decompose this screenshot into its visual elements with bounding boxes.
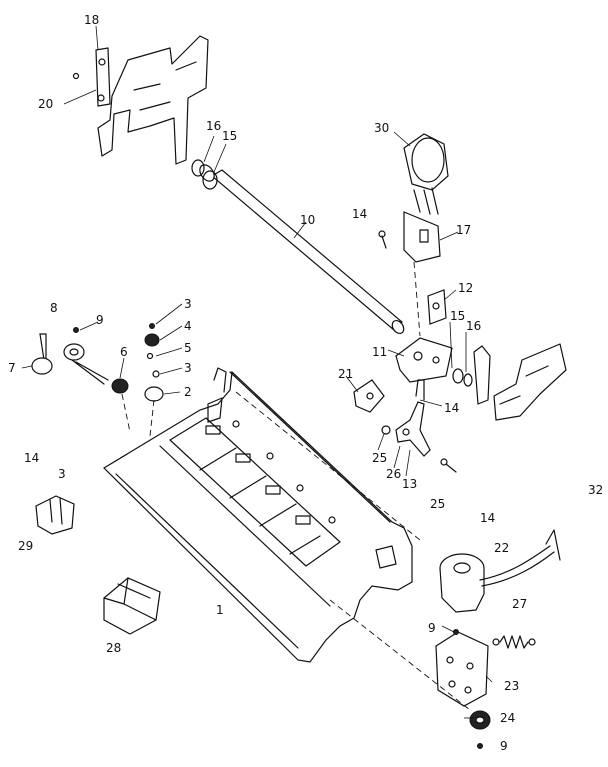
right-bracket-assembly: [395, 289, 567, 421]
callout-9-left: 9: [96, 313, 104, 327]
callout-16-right: 16: [466, 319, 481, 333]
callout-32: 32: [588, 483, 603, 497]
side-frame-left: [72, 35, 209, 165]
stepper-motor: [403, 133, 449, 215]
lever-part-21: [353, 379, 385, 413]
callout-18: 18: [84, 13, 99, 27]
callout-3-top: 3: [184, 297, 192, 311]
callout-3-left: 3: [58, 467, 66, 481]
callout-25-mid: 25: [372, 451, 387, 465]
callout-15-top: 15: [222, 129, 237, 143]
spring-27: [492, 635, 536, 649]
callout-24: 24: [500, 711, 515, 725]
callout-14-right: 14: [480, 511, 495, 525]
callout-27: 27: [512, 597, 527, 611]
screw-right-small: [440, 458, 457, 473]
platen-shaft: [199, 164, 405, 335]
callout-14-mid: 14: [444, 401, 459, 415]
block-part-28: [103, 577, 161, 635]
callout-4: 4: [184, 319, 192, 333]
callout-28: 28: [106, 641, 121, 655]
callout-9-mid: 9: [428, 621, 436, 635]
callout-8: 8: [50, 301, 58, 315]
callout-29: 29: [18, 539, 33, 553]
callout-7: 7: [8, 361, 16, 375]
callout-30: 30: [374, 121, 389, 135]
callout-11: 11: [372, 345, 387, 359]
shaft-rings: [191, 159, 218, 190]
callout-23: 23: [504, 679, 519, 693]
gear-24: [469, 710, 491, 749]
callout-26: 26: [386, 467, 401, 481]
callout-13: 13: [402, 477, 417, 491]
motor-assembly-14: [439, 529, 561, 613]
callout-15-right: 15: [450, 309, 465, 323]
callout-21: 21: [338, 367, 353, 381]
bracket-23: [435, 629, 489, 707]
callout-9-bottom: 9: [500, 739, 508, 753]
leader-lines: [21, 25, 493, 719]
callout-5: 5: [184, 341, 192, 355]
callout-14-top: 14: [352, 207, 367, 221]
motor-bracket: [403, 211, 441, 337]
part-number-labels: 18 20 16 15 30 10 14 17 12 15 16 11 8 9 …: [8, 13, 603, 753]
callout-1: 1: [216, 603, 224, 617]
screw-14-top: [378, 230, 387, 249]
callout-16-top: 16: [206, 119, 221, 133]
main-chassis: [103, 367, 413, 663]
gear-assembly-left: [31, 323, 164, 437]
callout-25-right: 25: [430, 497, 445, 511]
callout-22: 22: [494, 541, 509, 555]
callout-6: 6: [120, 345, 128, 359]
callout-20: 20: [38, 97, 53, 111]
callout-3-mid: 3: [184, 361, 192, 375]
callout-17: 17: [456, 223, 471, 237]
lever-part-13: [395, 379, 431, 457]
screw-25: [381, 425, 391, 435]
small-bracket-29: [35, 495, 75, 535]
callout-12: 12: [458, 281, 473, 295]
callout-14-left: 14: [24, 451, 39, 465]
callout-2: 2: [184, 385, 192, 399]
callout-10: 10: [300, 213, 315, 227]
